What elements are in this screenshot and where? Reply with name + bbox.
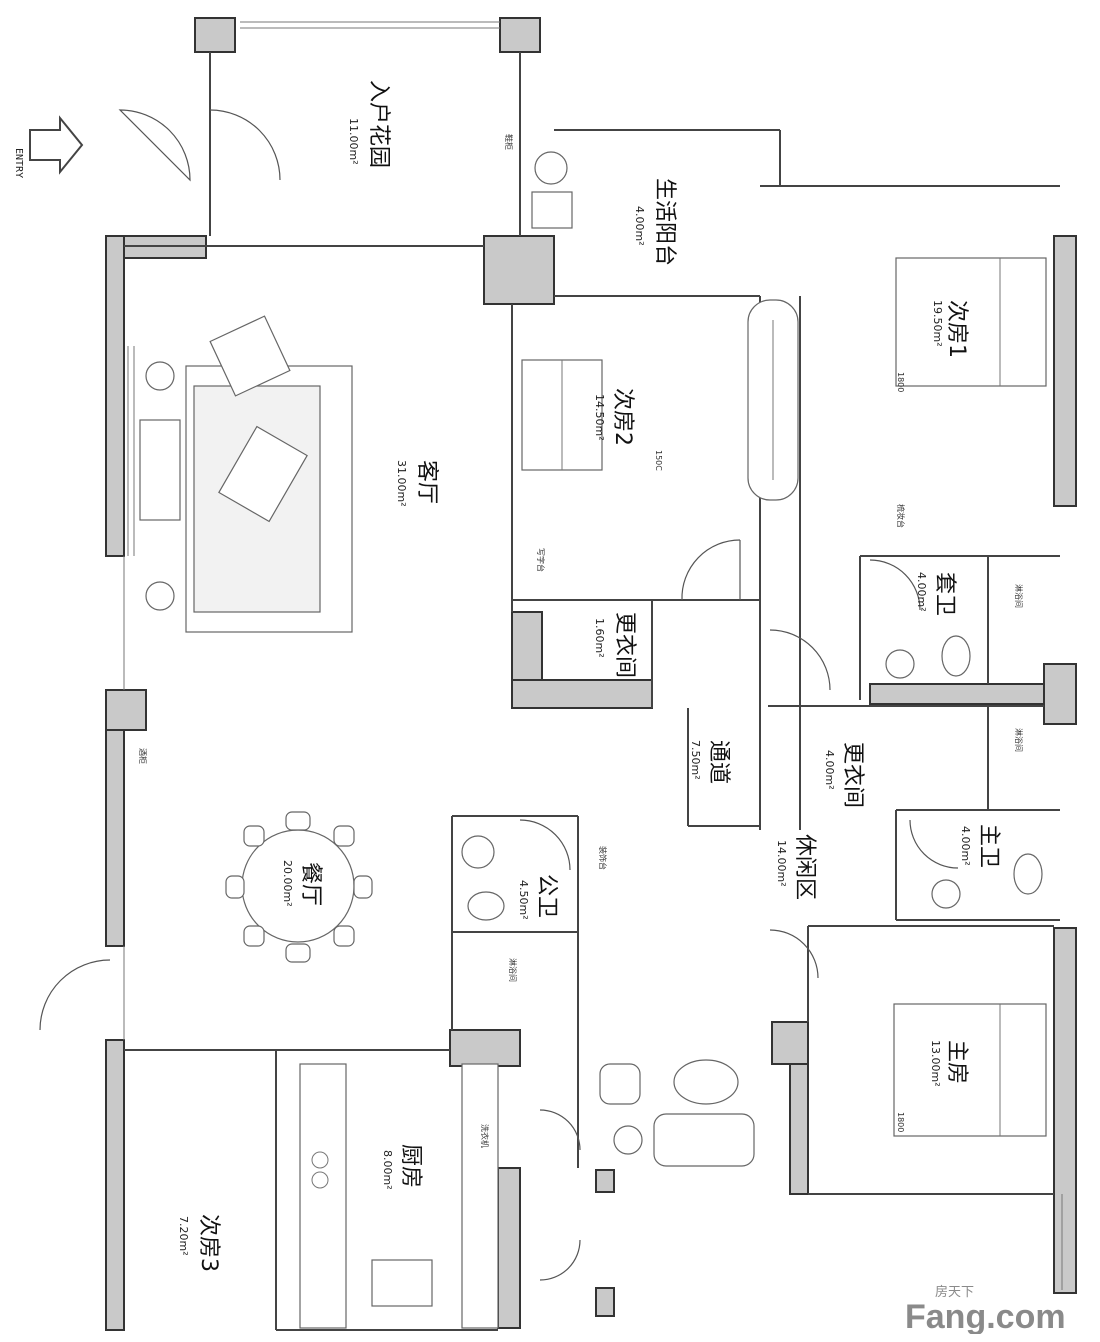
fixture-shower: 淋浴间 [508,958,518,982]
room-area: 13.00m² [929,1040,942,1087]
wall-pillar [499,17,541,53]
label-bedroom3: 次房3 7.20m² [177,1214,221,1272]
room-area: 1.60m² [593,618,606,658]
room-area: 8.00m² [381,1150,394,1190]
wall-pillar [1043,663,1077,725]
wall-segment [1053,927,1077,1294]
label-entry-garden: 入户花园 11.00m² [347,80,391,168]
room-name: 通道 [706,740,731,784]
entry-label: ENTRY [13,148,24,178]
room-area: 4.00m² [823,750,836,790]
wall-pillar [194,17,236,53]
wall-segment [105,1039,125,1331]
room-name: 入户花园 [366,80,391,168]
label-kitchen: 厨房 8.00m² [381,1144,423,1190]
label-master: 主房 13.00m² 1800 [896,1040,969,1132]
watermark-cn: 房天下 [935,1284,974,1300]
wardrobe-rack [747,299,799,501]
bed-dimension: 1800 [896,1112,905,1132]
label-bedroom2: 次房2 14.50m² 150C [593,388,663,471]
room-area: 7.20m² [177,1216,190,1256]
kitchen-counter [299,1063,499,1329]
fixture-wine: 酒柜 [138,748,148,764]
room-name: 套卫 [932,572,957,616]
room-area: 7.50m² [689,740,702,780]
room-area: 4.50m² [517,880,530,920]
fixture-desk: 写字台 [536,548,546,572]
room-area: 14.00m² [775,840,788,887]
room-name: 更衣间 [840,742,865,808]
room-area: 19.50m² [931,300,944,347]
label-dining: 餐厅 20.00m² [281,860,323,907]
bed-dimension: 150C [654,450,663,471]
wall-segment [105,729,125,947]
wall-segment [497,1167,521,1329]
room-name: 餐厅 [298,862,323,906]
fixture-shoe: 鞋柜 [504,134,514,150]
entry-arrow-icon [29,115,84,175]
living-furniture [139,315,353,633]
room-name: 客厅 [414,460,439,504]
label-master-bath: 主卫 4.00m² [959,824,1001,868]
dining-table [225,811,373,963]
door-swings [39,109,959,1281]
label-closet-master: 更衣间 4.00m² [823,742,865,808]
beds [521,257,1047,1137]
room-area: 4.00m² [915,572,928,612]
room-name: 休闲区 [792,834,817,900]
room-area: 4.00m² [633,206,646,246]
lounge-furniture [599,1059,755,1167]
label-lounge: 休闲区 14.00m² [775,834,817,900]
wall-segment [789,1063,809,1195]
room-area: 11.00m² [347,118,360,165]
wall-pillar [449,1029,521,1067]
room-name: 主房 [944,1040,969,1084]
wall-pillar [771,1021,809,1065]
room-name: 更衣间 [612,612,637,678]
bath-fixtures [461,151,1043,921]
fixture-shower: 淋浴间 [1014,728,1024,752]
label-ensuite: 套卫 4.00m² [915,572,957,616]
room-area: 14.50m² [593,394,606,441]
room-name: 生活阳台 [652,178,677,266]
wall-pillar [105,689,147,731]
room-name: 次房1 [944,300,969,358]
fixture-vanity: 梳妆台 [896,504,906,528]
watermark-en: Fang.com [905,1298,1066,1334]
bed-dimension: 1800 [896,372,905,392]
label-corridor: 通道 7.50m² [689,740,731,784]
room-name: 次房2 [610,388,635,446]
room-area: 4.00m² [959,826,972,866]
label-closet-small: 更衣间 1.60m² [593,612,637,678]
label-living: 客厅 31.00m² [395,460,439,507]
wall-segment [511,679,653,709]
label-service-balcony: 生活阳台 4.00m² [633,178,677,266]
wall-pillar [595,1169,615,1193]
fixture-washer: 洗衣机 [480,1124,490,1148]
room-area: 31.00m² [395,460,408,507]
label-public-bath: 公卫 4.50m² [517,874,559,920]
room-name: 主卫 [976,824,1001,868]
wall-pillar [595,1287,615,1317]
wall-pillar [483,235,555,305]
window-lines [127,21,1063,1290]
wall-segment [1053,235,1077,507]
room-area: 20.00m² [281,860,294,907]
watermark-logo: 房天下 Fang.com [905,1282,1085,1336]
wall-segment [869,683,1071,705]
room-name: 公卫 [534,874,559,918]
room-name: 次房3 [196,1214,221,1272]
fixture-shower: 淋浴间 [1014,584,1024,608]
wall-segment [105,235,125,557]
room-name: 厨房 [398,1144,423,1188]
fixture-display: 装饰台 [598,846,608,870]
label-bedroom1: 次房1 19.50m² 1800 [896,300,969,392]
